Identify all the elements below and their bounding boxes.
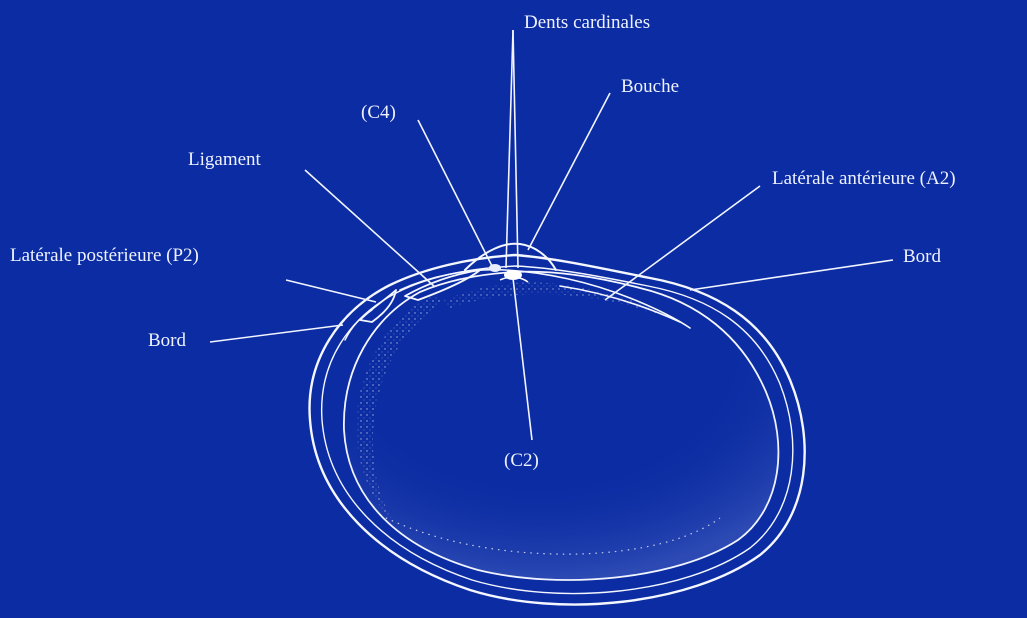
leader-bord-left [210, 325, 343, 342]
leader-bord-right [690, 260, 893, 290]
label-bouche: Bouche [621, 76, 679, 98]
label-dents-cardinales: Dents cardinales [524, 12, 650, 34]
label-bord-right: Bord [903, 246, 941, 268]
leader-dents-cardinales-1 [506, 30, 513, 268]
label-c2: (C2) [504, 450, 539, 472]
leader-c4 [418, 120, 492, 266]
label-laterale-posterieure: Latérale postérieure (P2) [10, 245, 199, 267]
label-ligament: Ligament [188, 149, 261, 171]
label-laterale-anterieure: Latérale antérieure (A2) [772, 168, 956, 190]
leader-dents-cardinales-2 [513, 30, 518, 268]
leader-ligament [305, 170, 435, 287]
leader-bouche [528, 93, 610, 250]
label-c4: (C4) [361, 102, 396, 124]
leader-laterale-posterieure [286, 280, 376, 302]
label-bord-left: Bord [148, 330, 186, 352]
